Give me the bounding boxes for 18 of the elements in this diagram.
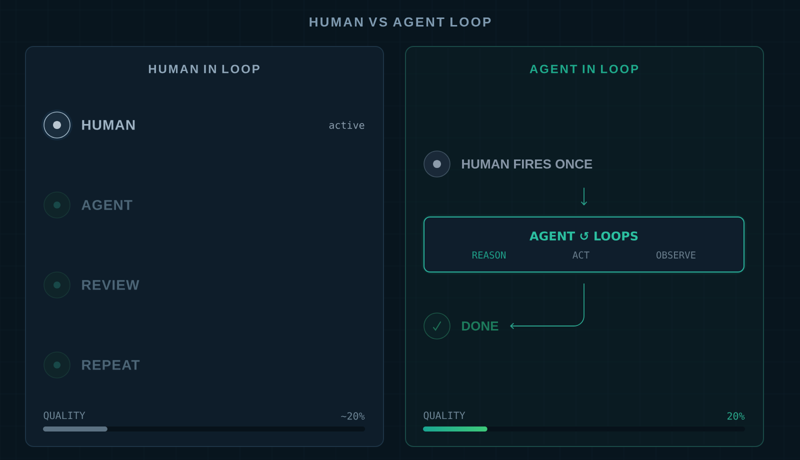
step-label: HUMAN FIRES ONCE (462, 159, 592, 169)
step-label: AGENT (82, 200, 132, 210)
step-label: REPEAT (82, 360, 140, 370)
status-text: active (329, 121, 364, 129)
quality-label: QUALITY (424, 412, 466, 420)
quality-value: 20% (727, 412, 745, 420)
step-label: OBSERVE (656, 251, 696, 259)
quality-label: QUALITY (44, 412, 86, 420)
step-label: HUMAN (82, 120, 135, 130)
step-label: REVIEW (82, 280, 140, 290)
step-label: ACT (572, 251, 590, 259)
diagram-title: HUMAN VS AGENT LOOP (310, 17, 491, 27)
step-label: REASON (472, 251, 506, 259)
step-label: DONE (462, 321, 498, 331)
arrow (580, 187, 588, 206)
arrow (510, 283, 584, 330)
loop-box: AGENT ↺ LOOPS REASON ACT OBSERVE (422, 214, 746, 274)
quality-value: ~20% (341, 412, 365, 420)
